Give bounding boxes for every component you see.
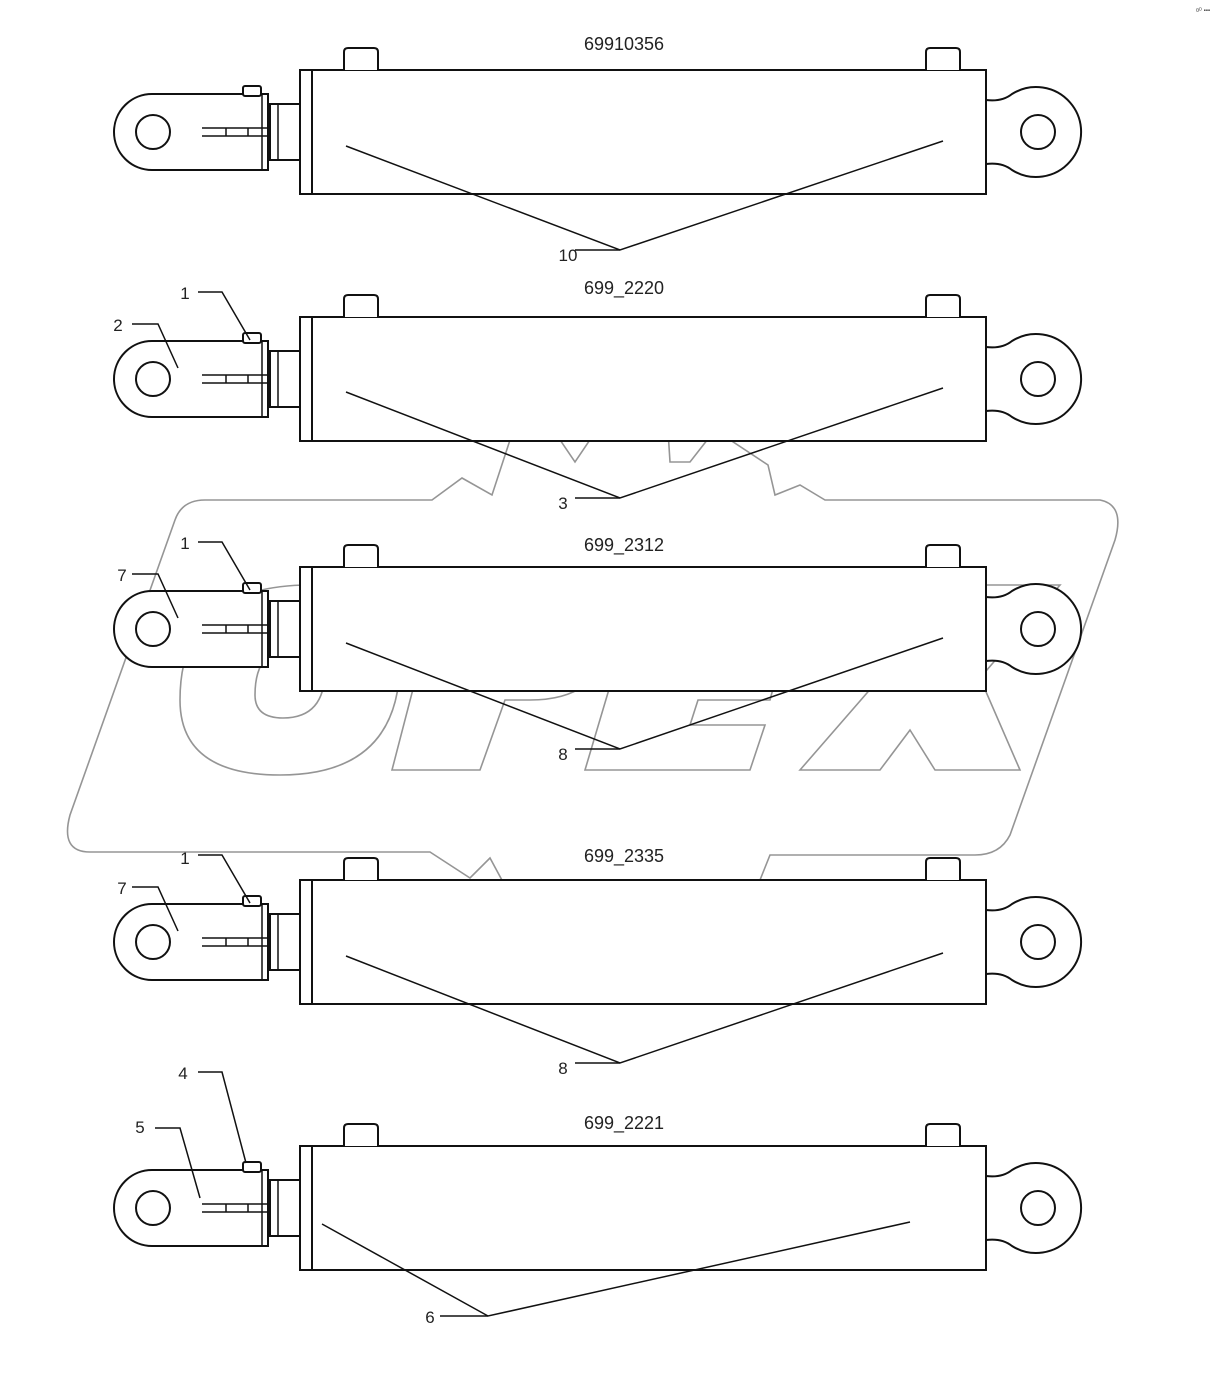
callout-number: 10 xyxy=(559,246,578,265)
callout-number: 2 xyxy=(113,316,122,335)
cylinder-2-drawing xyxy=(113,294,1083,442)
callout-number: 3 xyxy=(558,494,567,513)
callout-number: 7 xyxy=(117,879,126,898)
cylinder-2: 699_2220 1 2 3 xyxy=(113,278,1083,513)
leader-line xyxy=(155,1127,201,1199)
cylinder-5: 699_2221 4 5 6 xyxy=(113,1064,1083,1327)
cylinder-5-drawing xyxy=(113,1123,1083,1271)
callout-number: 8 xyxy=(558,1059,567,1078)
cylinder-1-drawing xyxy=(113,47,1083,195)
leader-line xyxy=(198,1071,247,1164)
part-number-label: 699_2335 xyxy=(584,846,664,867)
leader-line xyxy=(132,886,179,932)
callout-number: 4 xyxy=(178,1064,187,1083)
callout-number: 5 xyxy=(135,1118,144,1137)
part-number-label: 699_2220 xyxy=(584,278,664,299)
cylinder-1: 69910356 10 xyxy=(113,34,1083,265)
callout-number: 8 xyxy=(558,745,567,764)
callout-number: 1 xyxy=(180,849,189,868)
part-number-label: 699_2221 xyxy=(584,1113,664,1134)
leader-line xyxy=(198,854,251,904)
leader-line xyxy=(132,573,179,619)
cylinder-4-drawing xyxy=(113,857,1083,1005)
leader-line xyxy=(132,323,179,369)
callout-number: 1 xyxy=(180,534,189,553)
leader-line xyxy=(198,291,251,341)
leader-line xyxy=(198,541,251,591)
cylinder-3: 699_2312 1 7 8 xyxy=(113,534,1083,764)
callout-number: 6 xyxy=(425,1308,434,1327)
part-number-label: 699_2312 xyxy=(584,535,664,556)
callout-number: 1 xyxy=(180,284,189,303)
corner-mark: ¤ᴰ ▪▪▪ xyxy=(1196,7,1210,14)
cylinder-4: 699_2335 1 7 8 xyxy=(113,846,1083,1078)
callout-number: 7 xyxy=(117,566,126,585)
part-number-label: 69910356 xyxy=(584,34,664,54)
